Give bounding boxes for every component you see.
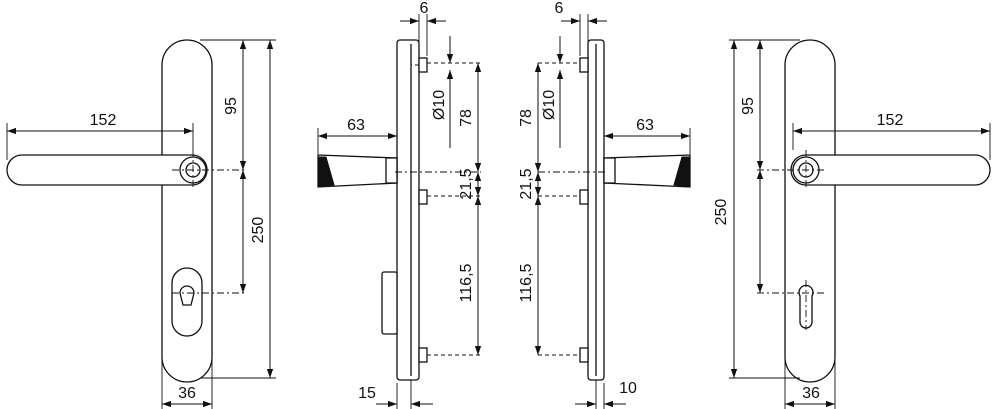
side-lever-tip [673, 156, 691, 188]
dim-hole-diameter: Ø10 [541, 90, 558, 120]
side-backplate [396, 39, 420, 381]
front-view-right: 152 95 250 36 [713, 39, 991, 409]
dim-top-to-screw: 78 [518, 109, 535, 127]
dim-plate-width: 36 [802, 385, 820, 402]
dim-plate-thickness: 15 [358, 385, 376, 402]
backplate [784, 39, 836, 383]
dim-screw-offset: 6 [555, 0, 564, 17]
dim-screw-offset: 6 [420, 0, 429, 17]
dim-lever-projection: 63 [347, 117, 365, 134]
dim-spindle-to-cylinder: 95 [740, 97, 757, 115]
dim-spindle-to-cylinder: 95 [223, 97, 240, 115]
dim-top-to-screw: 78 [458, 109, 475, 127]
dim-lever-length: 152 [877, 112, 904, 129]
side-view-right: 6 Ø10 63 78 21,5 116,5 10 [518, 0, 691, 409]
dim-plate-length: 250 [250, 217, 267, 244]
side-lever-tip [317, 156, 335, 188]
side-view-left: 6 Ø10 63 78 21,5 116,5 15 [317, 0, 482, 409]
dim-lever-projection: 63 [636, 117, 654, 134]
dim-spindle-to-bottom-screw: 116,5 [458, 263, 475, 302]
cylinder-cutout [179, 285, 195, 306]
lever-handle [6, 154, 208, 186]
dim-plate-length: 250 [713, 199, 730, 226]
front-view-left: 152 95 250 36 [6, 39, 276, 409]
dim-screw-to-spindle: 21,5 [518, 168, 535, 199]
dim-lever-length: 152 [90, 112, 117, 129]
dim-plate-width: 36 [178, 385, 196, 402]
dim-hole-diameter: Ø10 [431, 90, 448, 120]
dim-screw-to-spindle: 21,5 [458, 168, 475, 199]
dim-plate-thickness: 10 [619, 380, 637, 397]
dim-spindle-to-bottom-screw: 116,5 [518, 263, 535, 302]
lever-handle [790, 154, 991, 186]
latch-block [381, 271, 398, 335]
